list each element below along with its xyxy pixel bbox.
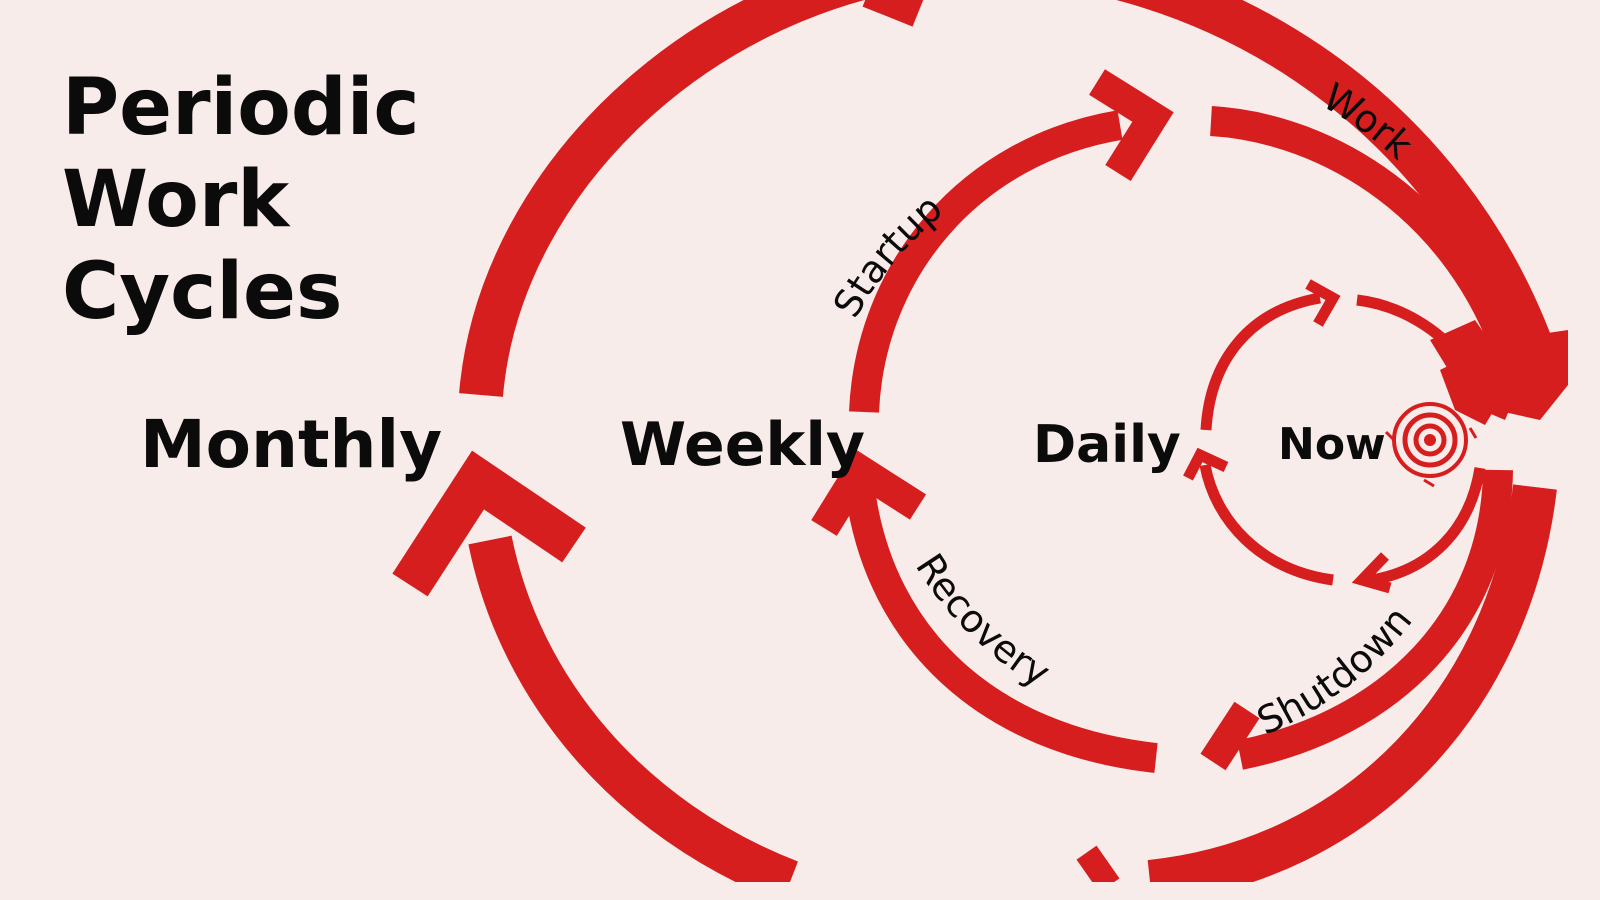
convergence-arrowheads: [1430, 320, 1568, 425]
monthly-arrowhead-left: [392, 450, 586, 597]
page-title: Periodic Work Cycles: [62, 62, 420, 338]
daily-arrowhead-now: [1440, 355, 1500, 425]
label-now: Now: [1278, 419, 1386, 470]
monthly-arrowhead-top: [862, 0, 924, 27]
monthly-arrowhead-bottom: [1076, 845, 1120, 882]
monthly-arc-bottom-left: [468, 535, 798, 882]
weekly-arrowhead-startup: [1089, 69, 1174, 181]
daily-arrowhead-top: [1305, 279, 1341, 327]
monthly-cycle: [392, 0, 1561, 882]
monthly-arc-top: [459, 0, 1561, 397]
weekly-arrowhead-recovery: [811, 449, 927, 536]
monthly-arc-bottom: [1147, 484, 1557, 882]
daily-arc-bottom-left: [1199, 463, 1334, 586]
daily-arrowhead-left: [1183, 447, 1229, 481]
phase-recovery-text: Recovery: [907, 546, 1058, 696]
daily-cycle: [1183, 279, 1486, 594]
title-line-2: Work: [62, 155, 290, 245]
weekly-arc-work: [1210, 106, 1525, 365]
daily-arrowhead-bottom: [1351, 552, 1392, 594]
phase-recovery-label: Recovery: [907, 546, 1058, 696]
label-monthly: Monthly: [140, 406, 442, 483]
target-icon: [1384, 402, 1478, 488]
cycles-diagram: Monthly Weekly Daily Now Startup Work Sh…: [140, 0, 1568, 882]
label-daily: Daily: [1033, 415, 1181, 475]
weekly-arc-recovery: [845, 488, 1158, 773]
daily-arc-top-left: [1200, 292, 1321, 431]
daily-arc-bottom-right: [1371, 467, 1486, 586]
title-line-1: Periodic: [62, 63, 420, 153]
weekly-arc-shutdown: [1237, 469, 1513, 770]
weekly-arrowhead-shutdown: [1200, 701, 1260, 771]
weekly-cycle: [811, 69, 1525, 773]
label-weekly: Weekly: [620, 410, 865, 480]
diagram-stage: Periodic Work Cycles: [62, 0, 1568, 882]
title-line-3: Cycles: [62, 247, 343, 337]
weekly-arc-startup: [849, 110, 1123, 413]
